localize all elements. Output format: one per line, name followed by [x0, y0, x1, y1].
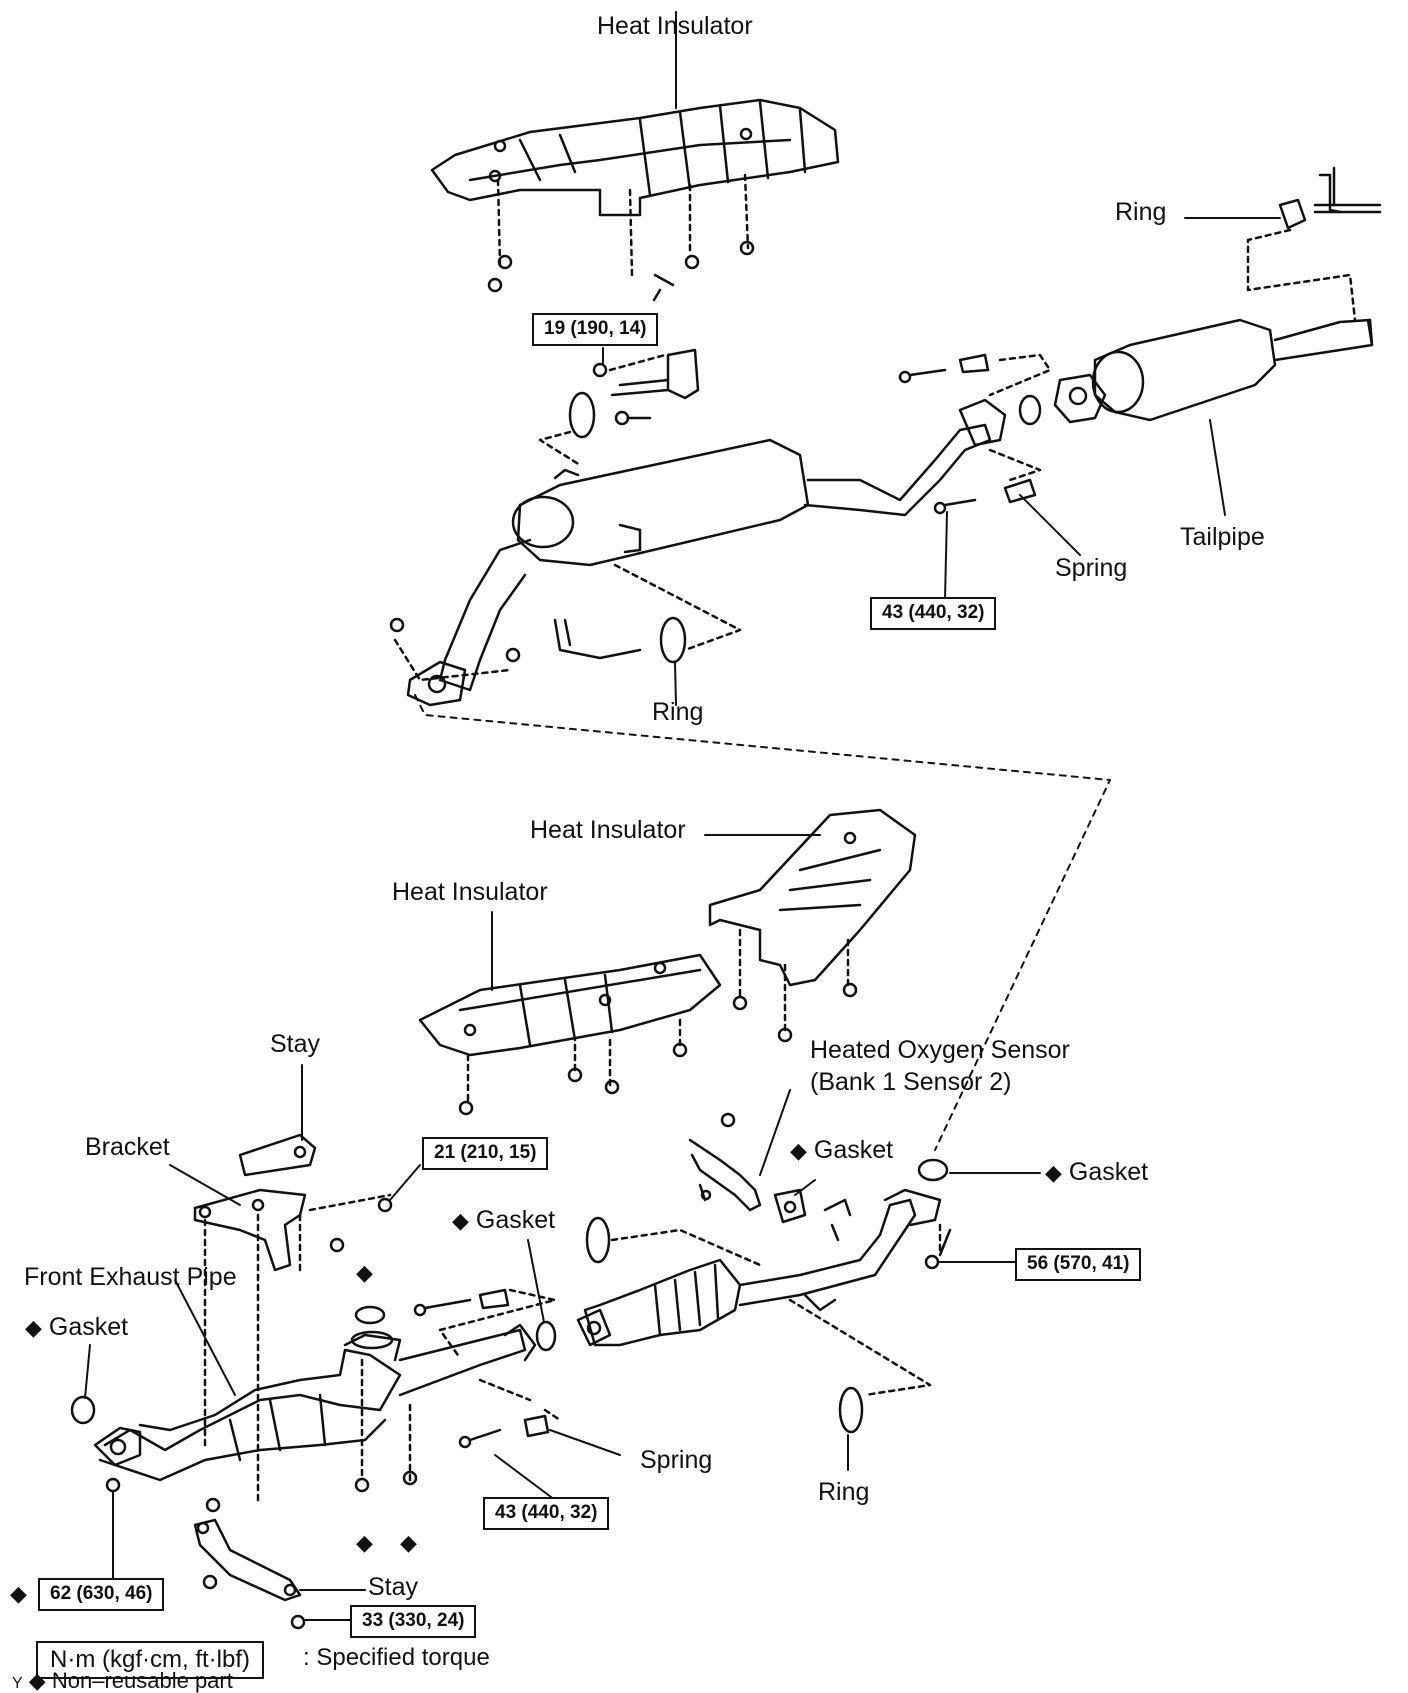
label-heated-o2-sensor-line1: Heated Oxygen Sensor — [810, 1036, 1070, 1064]
legend-unit-desc: : Specified torque — [303, 1644, 490, 1671]
torque-43-bottom: 43 (440, 32) — [483, 1497, 610, 1530]
ring-upper-left-part — [568, 391, 596, 439]
label-gasket-center: ◆ Gasket — [452, 1208, 555, 1233]
legend-nonreusable: Y ◆ Non–reusable part — [12, 1670, 233, 1692]
ring-bottom-part — [838, 1386, 864, 1434]
gasket-left-text: Gasket — [48, 1313, 129, 1341]
label-heated-o2-sensor-line2: (Bank 1 Sensor 2) — [810, 1068, 1012, 1096]
label-heat-insulator-mid-right: Heat Insulator — [530, 816, 686, 844]
rear-flange-part — [898, 353, 1052, 515]
diamond-icon: ◆ — [28, 1668, 46, 1693]
tailpipe-part — [1053, 318, 1374, 424]
label-ring-top-right: Ring — [1115, 198, 1167, 226]
ring-cat-part — [585, 1216, 611, 1264]
label-stay-bottom: Stay — [368, 1573, 419, 1601]
front-exhaust-pipe-part — [93, 1279, 537, 1482]
ring-mid-part — [389, 563, 742, 682]
catalytic-converter-part — [576, 1188, 942, 1347]
label-stay-top: Stay — [270, 1030, 321, 1058]
gasket-cat-part — [535, 1320, 557, 1352]
label-gasket-left: ◆ Gasket — [25, 1315, 128, 1340]
gasket-left-part — [70, 1395, 96, 1425]
stay-top-part — [238, 1064, 317, 1177]
gasket-right-ring-part — [917, 1158, 949, 1182]
gasket-center-text: Gasket — [475, 1206, 556, 1234]
legend-y-mark: Y — [12, 1675, 23, 1692]
torque-33: 33 (330, 24) — [350, 1605, 477, 1638]
label-ring-bottom: Ring — [818, 1478, 870, 1506]
label-gasket-right: ◆ Gasket — [1045, 1160, 1148, 1185]
label-tailpipe: Tailpipe — [1180, 523, 1265, 551]
heat-insulator-mid-left-part — [418, 911, 722, 1116]
label-heat-insulator-top: Heat Insulator — [597, 12, 753, 40]
gasket-right-text: Gasket — [1068, 1158, 1149, 1186]
gasket-center-part — [354, 1305, 386, 1325]
diamond-icon: ◆ — [10, 1581, 27, 1606]
diamond-icon: ◆ — [25, 1315, 42, 1340]
diamond-icon: ◆ — [452, 1208, 469, 1233]
main-muffler-part — [406, 423, 992, 707]
diamond-icon: ◆ — [400, 1530, 417, 1555]
label-bracket: Bracket — [85, 1133, 170, 1161]
diamond-icon: ◆ — [1045, 1160, 1062, 1185]
bracket-top-part — [592, 347, 700, 426]
stay-bottom-part — [105, 1477, 366, 1630]
legend-nonreusable-text: Non–reusable part — [51, 1668, 233, 1693]
ring-top-right-part — [1246, 166, 1382, 322]
heat-insulator-mid-right-part — [704, 808, 917, 1043]
torque-19: 19 (190, 14) — [532, 313, 659, 346]
diamond-icon: ◆ — [356, 1530, 373, 1555]
heated-o2-sensor-part — [688, 1089, 852, 1242]
bolts-center-part — [354, 1288, 621, 1501]
torque-62: 62 (630, 46) — [38, 1578, 165, 1611]
label-spring-top: Spring — [1055, 554, 1128, 582]
label-front-exhaust-pipe: Front Exhaust Pipe — [24, 1263, 237, 1291]
heat-insulator-top-part — [430, 11, 840, 302]
diamond-icon: ◆ — [356, 1260, 373, 1285]
label-heat-insulator-mid-left: Heat Insulator — [392, 878, 548, 906]
label-spring-bottom: Spring — [640, 1446, 713, 1474]
gasket-sensor-text: Gasket — [813, 1136, 894, 1164]
diamond-icon: ◆ — [790, 1138, 807, 1163]
label-ring-mid: Ring — [652, 698, 704, 726]
torque-21: 21 (210, 15) — [422, 1137, 549, 1170]
legend-unit-box: N·m (kgf·cm, ft·lbf) — [36, 1641, 264, 1680]
bracket-part — [169, 1164, 307, 1502]
torque-56: 56 (570, 41) — [1015, 1248, 1142, 1281]
label-gasket-sensor: ◆ Gasket — [790, 1138, 893, 1163]
torque-43-top: 43 (440, 32) — [870, 597, 997, 630]
